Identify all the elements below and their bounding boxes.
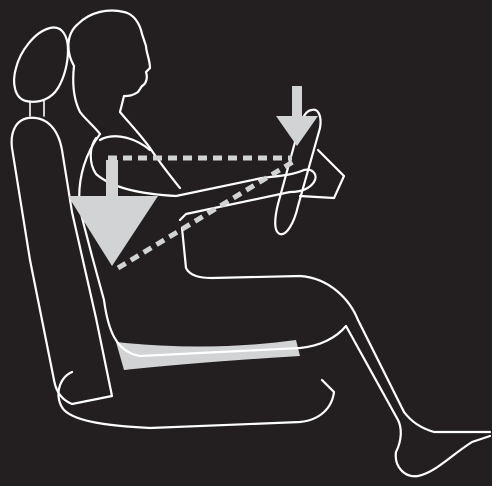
driver-body (68, 11, 490, 477)
small-down-arrow (276, 86, 318, 146)
headrest (14, 28, 68, 102)
seat-base (58, 372, 334, 428)
driver-back (73, 66, 100, 134)
driver-hip (182, 228, 490, 432)
seat-back (12, 118, 112, 404)
